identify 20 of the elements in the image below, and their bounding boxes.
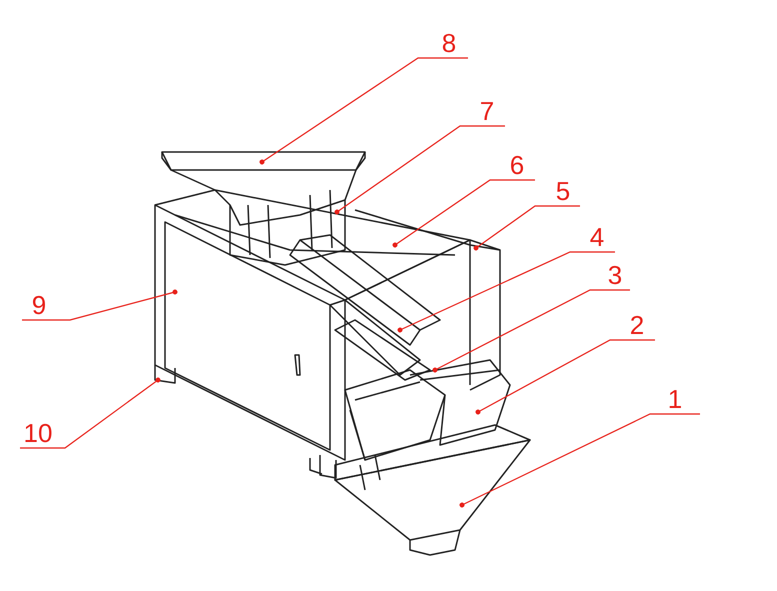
callout-number: 8: [434, 30, 464, 58]
callout-number: 1: [660, 386, 690, 414]
callout-number: 10: [18, 420, 58, 448]
leader-line: [392, 179, 535, 248]
callout-number: 9: [24, 292, 54, 320]
callout-number: 7: [472, 98, 502, 126]
leader-line: [474, 205, 580, 250]
callout-number: 2: [622, 312, 652, 340]
leader-line: [460, 413, 700, 508]
callout-number: 5: [548, 178, 578, 206]
leader-line: [432, 289, 630, 372]
leader-line: [260, 57, 468, 164]
leader-line: [334, 125, 505, 214]
leader-line: [22, 290, 178, 321]
leader-line: [20, 378, 160, 449]
callout-number: 4: [582, 224, 612, 252]
callout-number: 6: [502, 152, 532, 180]
callout-number: 3: [600, 262, 630, 290]
leader-line: [398, 251, 615, 332]
leader-line: [476, 339, 655, 414]
